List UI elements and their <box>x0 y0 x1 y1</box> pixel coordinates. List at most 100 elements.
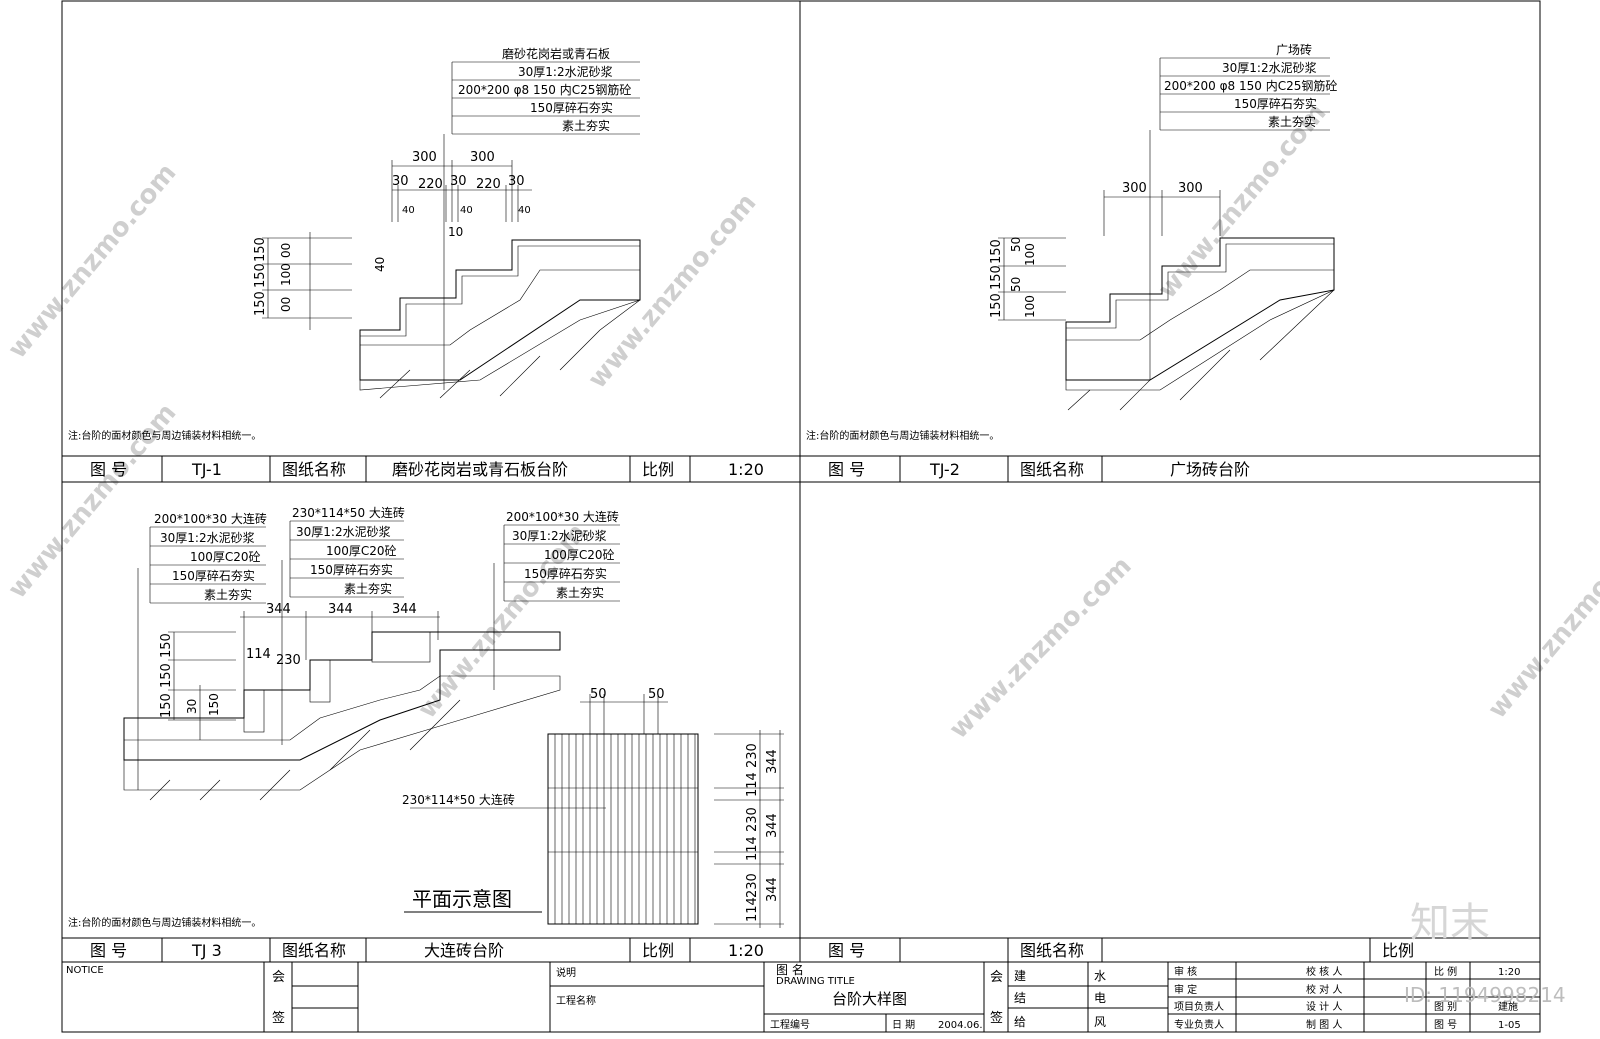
dim-text: 230 <box>745 743 760 768</box>
role-label: 审 定 <box>1174 983 1197 996</box>
plan-diagram: 50 50 230*114*50 大连砖 230 114 230 114 230… <box>402 687 784 928</box>
hui-label: 会 <box>990 970 1003 985</box>
dim-text: 150 <box>159 693 174 718</box>
dim-text: 344 <box>765 813 780 838</box>
layer-label: 素土夯实 <box>556 585 604 600</box>
small-label: 工程名称 <box>556 994 596 1007</box>
title-label: 图纸名称 <box>1020 460 1084 479</box>
drawing-number: TJ-2 <box>929 460 960 479</box>
riqi-label: 日 期 <box>892 1019 915 1031</box>
title-label: 图纸名称 <box>282 460 346 479</box>
qian-label: 签 <box>990 1010 1003 1026</box>
panel-tj2: 广场砖 30厚1:2水泥砂浆 200*200 φ8 150 内C25钢筋砼 15… <box>806 42 1337 442</box>
dim-text: 344 <box>392 602 417 617</box>
dim-text: 300 <box>1122 181 1147 196</box>
role-label: 校 对 人 <box>1306 983 1342 996</box>
layer-label: 素土夯实 <box>344 581 392 596</box>
watermark-text: www.znzmo.com <box>582 188 762 394</box>
drawing-number: TJ 3 <box>191 941 222 960</box>
title-bar-tj1: 图 号 TJ-1 图纸名称 磨砂花岗岩或青石板台阶 比例 1:20 <box>62 455 800 482</box>
layer-label: 30厚1:2水泥砂浆 <box>512 528 607 543</box>
role-label: 设 计 人 <box>1306 1000 1342 1013</box>
title-label: 图 号 <box>90 941 127 960</box>
gongcheng-label: 工程编号 <box>770 1018 810 1031</box>
title-bar-tj2: 图 号 TJ-2 图纸名称 广场砖台阶 <box>800 455 1540 482</box>
title-label: 图纸名称 <box>1020 941 1084 960</box>
layer-label: 230*114*50 大连砖 <box>292 505 405 520</box>
dim-text: 30 <box>392 174 409 189</box>
layer-label: 150厚碎石夯实 <box>524 566 607 581</box>
dim-text: 344 <box>328 602 353 617</box>
dim-text: 114 <box>745 836 760 861</box>
corner-label: NOTICE <box>66 965 104 976</box>
dim-text: 150 <box>159 633 174 658</box>
title-label: 比例 <box>1382 941 1414 960</box>
watermark-text: www.znzmo.com <box>1152 98 1332 304</box>
layer-label: 150厚碎石夯实 <box>310 562 393 577</box>
dim-text: 10 <box>448 225 463 239</box>
dim-text: 40 <box>460 205 473 216</box>
dim-text: 30 <box>508 174 525 189</box>
drawing-name: 大连砖台阶 <box>424 941 504 960</box>
panel-tj1: 磨砂花岗岩或青石板 30厚1:2水泥砂浆 200*200 φ8 150 内C25… <box>68 46 641 442</box>
layer-label: 素土夯实 <box>204 587 252 602</box>
role-label: 专业负责人 <box>1174 1018 1224 1031</box>
layer-label: 磨砂花岗岩或青石板 <box>502 46 610 61</box>
layer-label: 100厚C20砼 <box>544 548 615 562</box>
role-label: 制 图 人 <box>1306 1018 1342 1031</box>
dim-text: 50 <box>1009 277 1023 292</box>
layer-label: 30厚1:2水泥砂浆 <box>1222 60 1317 75</box>
role-label: 项目负责人 <box>1174 1000 1224 1013</box>
dim-text: 50 <box>648 687 665 702</box>
layer-label: 200*100*30 大连砖 <box>154 511 267 526</box>
layer-label: 30厚1:2水泥砂浆 <box>296 524 391 539</box>
drawing-scale: 1:20 <box>728 460 764 479</box>
layer-label: 素土夯实 <box>562 118 610 133</box>
plan-label: 230*114*50 大连砖 <box>402 792 515 807</box>
drawing-name: 磨砂花岗岩或青石板台阶 <box>392 460 568 479</box>
layer-label: 100厚C20砼 <box>326 544 397 558</box>
title-label: 比例 <box>642 941 674 960</box>
layer-label: 30厚1:2水泥砂浆 <box>160 530 255 545</box>
dim-text: 300 <box>470 150 495 165</box>
dim-text: 114 <box>246 647 271 662</box>
dim-text: 344 <box>765 877 780 902</box>
dim-text: 50 <box>1009 237 1023 252</box>
dim-text: 150 <box>253 291 268 316</box>
dim-text: 30 <box>185 699 199 714</box>
dim-text: 300 <box>1178 181 1203 196</box>
dim-text: 100 <box>279 263 293 286</box>
role-label: 审 核 <box>1174 965 1197 978</box>
layer-label: 广场砖 <box>1276 42 1312 57</box>
right-label: 图 别 <box>1434 1001 1457 1013</box>
watermark-text: www.znzmo.com <box>2 398 182 604</box>
small-label: 说明 <box>556 966 576 979</box>
panel-tj3: 200*100*30 大连砖 30厚1:2水泥砂浆 100厚C20砼 150厚碎… <box>68 505 784 929</box>
tuming: 台阶大样图 <box>832 990 907 1008</box>
hui-label: 会 <box>272 970 285 985</box>
layer-label: 150厚碎石夯实 <box>1234 96 1317 111</box>
dim-text: 344 <box>266 602 291 617</box>
right-label: 比 例 <box>1434 965 1457 978</box>
discipline-label: 风 <box>1094 1015 1106 1029</box>
dim-text: 00 <box>279 243 293 258</box>
right-value: 建施 <box>1498 1000 1518 1013</box>
layer-label: 200*200 φ8 150 内C25钢筋砼 <box>1164 78 1337 93</box>
title-label: 比例 <box>642 460 674 479</box>
dim-text: 220 <box>418 177 443 192</box>
discipline-label: 结 <box>1014 991 1026 1005</box>
dim-text: 114 <box>745 772 760 797</box>
tuming-sub: DRAWING TITLE <box>776 976 855 987</box>
drawing-scale: 1:20 <box>728 941 764 960</box>
title-block: NOTICE 会 签 说明 工程名称 图 名 DRAWING TITLE 台阶大… <box>66 962 1540 1032</box>
watermark-text: www.znzmo.com <box>2 158 182 364</box>
dim-text: 100 <box>1023 295 1037 318</box>
discipline-label: 给 <box>1014 1015 1026 1029</box>
dim-text: 300 <box>412 150 437 165</box>
dim-text: 40 <box>373 257 387 272</box>
dim-text: 30 <box>450 174 467 189</box>
title-bar-tj3: 图 号 TJ 3 图纸名称 大连砖台阶 比例 1:20 <box>62 937 1540 962</box>
dim-text: 230 <box>276 653 301 668</box>
role-label: 校 核 人 <box>1306 965 1342 978</box>
